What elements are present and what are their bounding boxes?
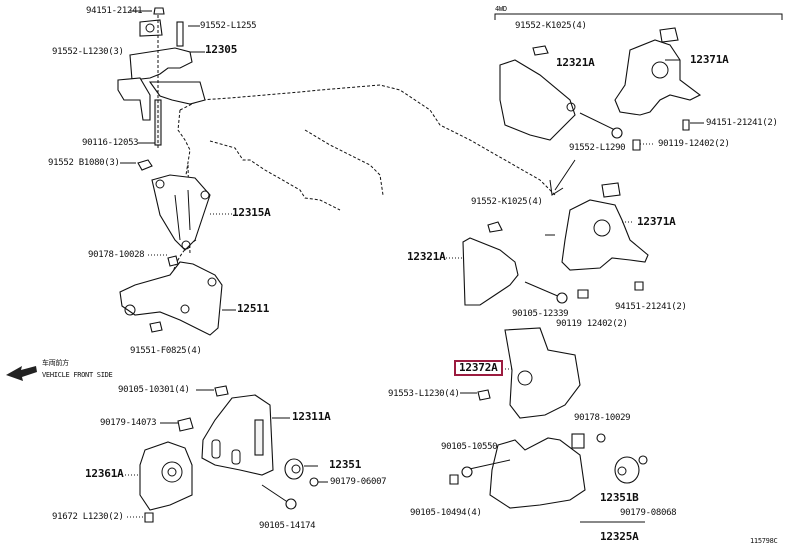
label-90178-10029[interactable]: 90178-10029 bbox=[574, 413, 631, 423]
label-90119-12402-top[interactable]: 90119-12402(2) bbox=[658, 139, 730, 149]
group-label-4wd: 4WD bbox=[495, 5, 507, 13]
part-12511-bracket bbox=[119, 255, 223, 336]
label-12321a[interactable]: 12321A bbox=[407, 250, 446, 263]
label-90119-12402[interactable]: 90119 12402(2) bbox=[556, 319, 628, 329]
label-12351b[interactable]: 12351B bbox=[600, 491, 639, 504]
label-90105-12339[interactable]: 90105-12339 bbox=[512, 309, 569, 319]
vehicle-front-label: VEHICLE FRONT SIDE bbox=[42, 371, 113, 379]
label-12371a-top[interactable]: 12371A bbox=[690, 53, 729, 66]
label-90105-10494[interactable]: 90105-10494(4) bbox=[410, 508, 482, 518]
part-12371a bbox=[561, 182, 649, 299]
label-12511[interactable]: 12511 bbox=[237, 302, 270, 315]
arrow-left-icon bbox=[6, 366, 37, 381]
label-12351[interactable]: 12351 bbox=[329, 458, 362, 471]
arrow-down-icon bbox=[549, 159, 576, 196]
label-90105-10301[interactable]: 90105-10301(4) bbox=[118, 385, 190, 395]
part-12321a-top bbox=[499, 45, 623, 141]
label-91552-k1025-top[interactable]: 91552-K1025(4) bbox=[515, 21, 587, 31]
label-12321a-top[interactable]: 12321A bbox=[556, 56, 595, 69]
label-91553-l1230[interactable]: 91553-L1230(4) bbox=[388, 389, 460, 399]
label-94151-21241[interactable]: 94151-21241 bbox=[86, 6, 143, 16]
label-90179-08068[interactable]: 90179-08068 bbox=[620, 508, 677, 518]
vehicle-front-jp: 车両前方 bbox=[42, 359, 69, 367]
label-91552-k1025[interactable]: 91552-K1025(4) bbox=[471, 197, 543, 207]
part-12315a-bracket bbox=[137, 159, 211, 251]
label-91551-f0825[interactable]: 91551-F0825(4) bbox=[130, 346, 202, 356]
label-91672-l1230[interactable]: 91672 L1230(2) bbox=[52, 512, 124, 522]
4wd-group-bracket bbox=[494, 13, 783, 20]
part-12351-bushing bbox=[261, 458, 319, 510]
part-12325a-bracket bbox=[449, 433, 648, 523]
label-12311a[interactable]: 12311A bbox=[292, 410, 331, 423]
label-91552-l1290[interactable]: 91552-L1290 bbox=[569, 143, 626, 153]
label-90178-10028[interactable]: 90178-10028 bbox=[88, 250, 145, 260]
label-90116-12053[interactable]: 90116-12053 bbox=[82, 138, 139, 148]
label-91552-l1255[interactable]: 91552-L1255 bbox=[200, 21, 257, 31]
part-12305-mount bbox=[117, 7, 206, 150]
label-12325a[interactable]: 12325A bbox=[600, 530, 639, 543]
label-12305[interactable]: 12305 bbox=[205, 43, 238, 56]
part-12311a-bracket bbox=[177, 385, 274, 476]
label-12361a[interactable]: 12361A bbox=[85, 467, 124, 480]
part-12361a-mount bbox=[139, 441, 193, 523]
label-90105-14174[interactable]: 90105-14174 bbox=[259, 521, 316, 531]
label-91552-l1230[interactable]: 91552-L1230(3) bbox=[52, 47, 124, 57]
part-12372a-mount bbox=[477, 327, 581, 419]
figure-code: 115798C bbox=[750, 537, 778, 545]
label-91552-b1080[interactable]: 91552 B1080(3) bbox=[48, 158, 120, 168]
label-12372a-highlighted[interactable]: 12372A bbox=[454, 360, 503, 376]
label-12315a[interactable]: 12315A bbox=[232, 206, 271, 219]
label-94151-21241-top[interactable]: 94151-21241(2) bbox=[706, 118, 778, 128]
label-94151-21241-right[interactable]: 94151-21241(2) bbox=[615, 302, 687, 312]
leader-lines bbox=[120, 10, 704, 518]
part-12371a-top bbox=[614, 27, 702, 151]
part-12321a bbox=[462, 221, 568, 306]
label-90105-10550[interactable]: 90105-10550 bbox=[441, 442, 498, 452]
label-90179-14073[interactable]: 90179-14073 bbox=[100, 418, 157, 428]
label-90179-06007[interactable]: 90179-06007 bbox=[330, 477, 387, 487]
label-12371a[interactable]: 12371A bbox=[637, 215, 676, 228]
